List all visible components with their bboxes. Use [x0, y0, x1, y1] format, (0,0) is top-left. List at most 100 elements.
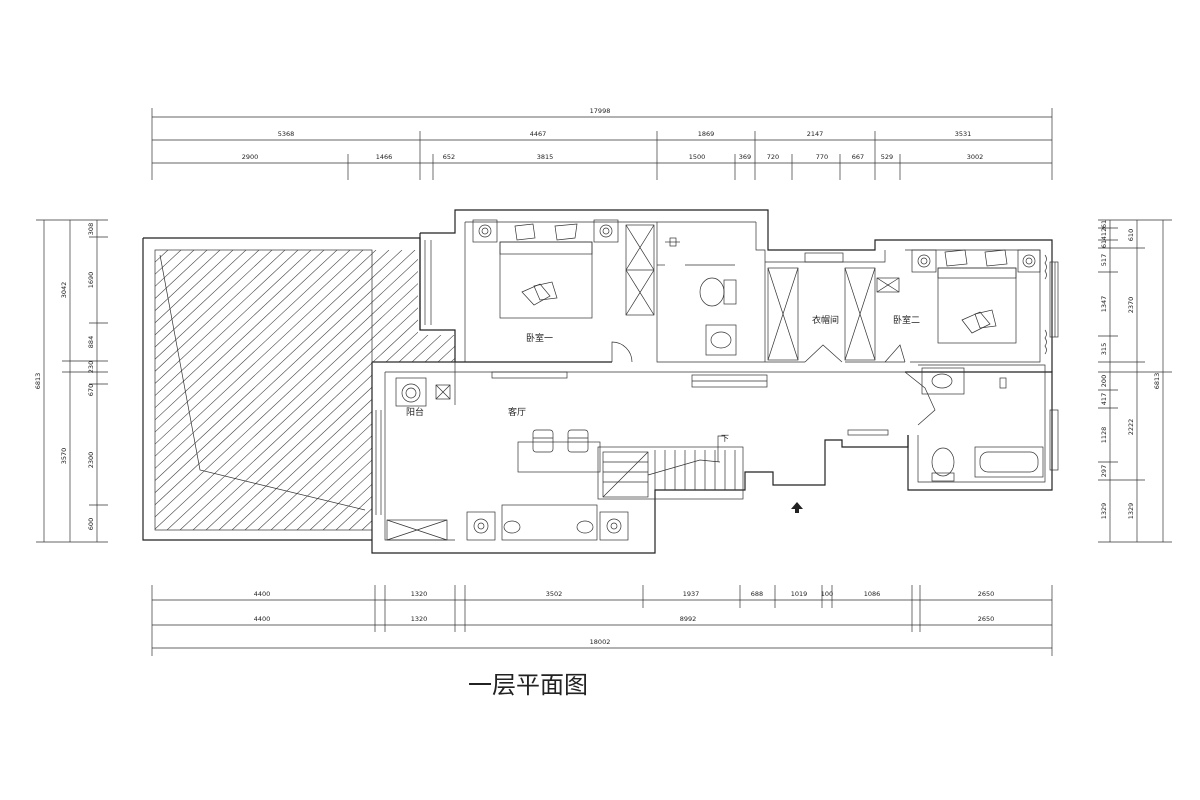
sink-bathroom2 — [921, 367, 965, 395]
dim-left-in-4: 670 — [87, 384, 95, 396]
nightstand-b2-right — [1017, 249, 1041, 273]
terrace-hatch-line — [155, 250, 455, 530]
dim-bot-r1-8: 2650 — [978, 590, 995, 598]
washing-machine — [395, 377, 427, 407]
dim-top-r2-9: 529 — [881, 153, 893, 161]
dim-top-r2-2: 652 — [443, 153, 455, 161]
side-table-left — [466, 511, 496, 541]
terrace-hatch-line — [155, 250, 286, 530]
dim-bot-r2-2: 8992 — [680, 615, 697, 623]
terrace-hatch-line — [155, 250, 429, 530]
dim-left-total: 6813 — [34, 373, 42, 390]
entrance-arrow-icon — [791, 502, 803, 513]
dim-right-in-4: 1347 — [1100, 296, 1108, 313]
room-labels: 卧室一 衣帽间 卧室二 阳台 客厅 — [406, 314, 920, 418]
stairs-down-label: 下 — [721, 434, 729, 443]
dim-bot-r1-6: 100 — [821, 590, 833, 598]
terrace-hatch-line — [231, 250, 455, 530]
terrace-hatch-line — [309, 250, 455, 530]
dim-top-r2-0: 2900 — [242, 153, 259, 161]
dim-bot-r1-2: 3502 — [546, 590, 563, 598]
bottom-dimensions: 4400 1320 3502 1937 688 1019 100 1086 26… — [151, 585, 1053, 656]
terrace-hatch-line — [155, 250, 312, 530]
dim-top-r1-1: 4467 — [530, 130, 547, 138]
room-label-closet: 衣帽间 — [812, 314, 839, 326]
terrace-hatch-line — [155, 250, 260, 530]
dim-top-r2-5: 369 — [739, 153, 751, 161]
dim-right-in-10: 1329 — [1100, 503, 1108, 520]
dim-bot-r1-7: 1086 — [864, 590, 881, 598]
terrace-hatch-line — [348, 250, 455, 530]
terrace-hatch-line — [322, 250, 455, 530]
dim-left-in-0: 308 — [87, 223, 95, 235]
terrace-hatch-line — [155, 250, 390, 530]
terrace-hatch-line — [155, 250, 299, 530]
terrace-hatch-line — [166, 250, 455, 530]
terrace-hatch-line — [155, 250, 234, 530]
dim-left-mid-1: 3570 — [60, 448, 68, 465]
dim-top-r2-1: 1466 — [376, 153, 393, 161]
dim-right-mid-0: 610 — [1127, 229, 1135, 241]
terrace-hatch-line — [192, 250, 455, 530]
bedroom2-bed — [937, 267, 1017, 344]
terrace-hatch-line — [155, 250, 403, 530]
dim-top-total: 17998 — [590, 107, 611, 115]
dim-top-r2-6: 720 — [767, 153, 779, 161]
dim-top-r1-2: 1869 — [698, 130, 715, 138]
top-dimensions: 17998 5368 4467 1869 2147 3531 2900 1466… — [151, 107, 1053, 180]
dining-bar — [517, 441, 601, 473]
closet-wardrobe-right — [844, 267, 876, 361]
dim-right-in-6: 200 — [1100, 375, 1108, 387]
terrace-hatch-line — [155, 250, 273, 530]
dim-right-in-5: 315 — [1100, 343, 1108, 355]
dim-top-r2-7: 770 — [816, 153, 828, 161]
terrace-hatch-line — [492, 250, 792, 530]
dim-right-mid-2: 2222 — [1127, 419, 1135, 436]
terrace-hatch-line — [155, 250, 442, 530]
dim-right-in-3: 517 — [1100, 254, 1108, 266]
dim-top-r2-8: 667 — [852, 153, 864, 161]
dim-right-in-2: 61 — [1100, 240, 1108, 248]
dim-right-in-9: 297 — [1100, 465, 1108, 477]
terrace-hatch-line — [155, 250, 338, 530]
room-label-balcony: 阳台 — [406, 406, 424, 418]
terrace-hatch-line — [155, 250, 351, 530]
staircase: 下 — [597, 434, 744, 500]
terrace-hatch-line — [544, 250, 844, 530]
terrace-hatch-line — [466, 250, 766, 530]
dim-right-in-8: 1128 — [1100, 427, 1108, 444]
terrace-hatch-line — [155, 250, 156, 530]
walls — [371, 209, 1059, 554]
terrace-hatch-line — [155, 250, 377, 530]
furniture — [386, 219, 1047, 541]
terrace-hatch-line — [296, 250, 455, 530]
side-table-right — [599, 511, 629, 541]
dim-right-in-7: 417 — [1100, 393, 1108, 405]
dim-top-r2-4: 1500 — [689, 153, 706, 161]
terrace-hatch-line — [387, 250, 455, 530]
terrace-hatch-line — [283, 250, 455, 530]
nightstand-b2-left — [911, 249, 937, 273]
dim-left-in-1: 1690 — [87, 272, 95, 289]
room-label-bedroom1: 卧室一 — [526, 332, 553, 344]
dim-left-in-5: 2300 — [87, 452, 95, 469]
dim-right-in-1: 412 — [1100, 228, 1108, 240]
terrace-hatch-line — [257, 250, 455, 530]
plan-title: 一层平面图 — [468, 671, 588, 699]
tv-cabinet — [386, 519, 448, 541]
dim-bot-r1-5: 1019 — [791, 590, 808, 598]
dim-bot-r2-1: 1320 — [411, 615, 428, 623]
nightstand-right — [593, 219, 619, 243]
dim-top-r1-4: 3531 — [955, 130, 972, 138]
terrace-hatch-line — [426, 250, 455, 530]
terrace-hatch-line — [205, 250, 455, 530]
dim-bot-r1-4: 688 — [751, 590, 763, 598]
dim-right-total: 6813 — [1153, 373, 1161, 390]
terrace-hatch-line — [413, 250, 455, 530]
dim-right-mid-3: 1329 — [1127, 503, 1135, 520]
toilet-bathroom1 — [699, 277, 725, 307]
terrace-hatch-line — [531, 250, 831, 530]
nightstand-left — [472, 219, 498, 243]
sink-bathroom1 — [705, 324, 737, 356]
terrace-hatch-line — [155, 250, 208, 530]
